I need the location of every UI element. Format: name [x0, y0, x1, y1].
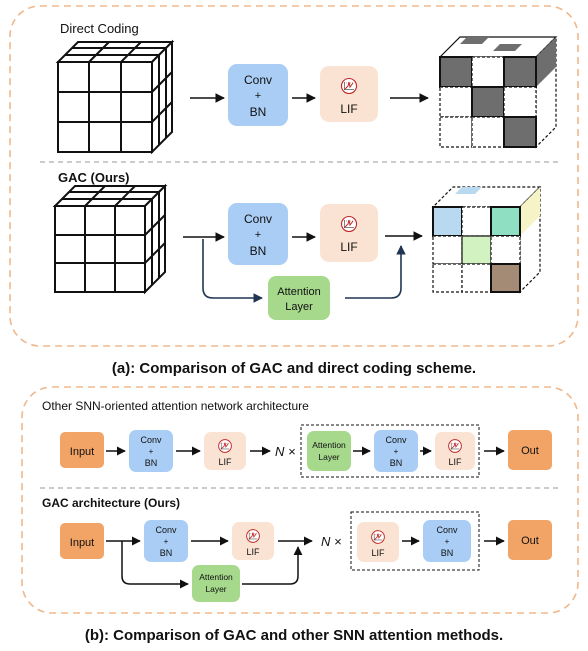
lif-neuron-icon [246, 529, 260, 543]
lif-block-a2 [320, 204, 378, 262]
attention-branch-b-out [242, 546, 303, 585]
out-label: Out [521, 535, 539, 547]
layer-label: Layer [205, 584, 226, 594]
bn-label: BN [250, 244, 267, 258]
conv-label: Conv [436, 525, 458, 535]
conv-bn-block-b4 [423, 520, 471, 562]
conv-bn-block-a2 [228, 203, 288, 265]
plus-label: + [255, 229, 261, 241]
attention-branch-b-in [121, 541, 189, 589]
input-block-b1 [60, 432, 104, 468]
out-block-b2 [508, 520, 552, 560]
other-snn-title: Other SNN-oriented attention network arc… [42, 399, 309, 413]
lif-label: LIF [340, 240, 357, 254]
input-cube-gac [52, 183, 168, 295]
attention-branch-in [202, 239, 263, 303]
conv-label: Conv [140, 435, 162, 445]
repeat-n-label: N × [275, 444, 296, 459]
lif-label: LIF [246, 547, 260, 557]
attention-branch-out [345, 245, 406, 299]
layer-label: Layer [318, 452, 339, 462]
conv-bn-block-b3 [144, 520, 188, 562]
bn-label: BN [390, 458, 403, 468]
attention-label: Attention [312, 440, 346, 450]
bn-label: BN [441, 548, 454, 558]
input-label: Input [70, 446, 94, 458]
spike-cube-gac [431, 185, 542, 294]
plus-label: + [445, 537, 450, 546]
lif-neuron-icon [218, 439, 232, 453]
conv-bn-block-b1 [129, 430, 173, 472]
gac-ours-title: GAC (Ours) [58, 170, 130, 185]
plus-label: + [149, 447, 154, 456]
direct-coding-title: Direct Coding [60, 21, 139, 36]
spike-cube-direct [438, 35, 558, 149]
lif-label: LIF [371, 548, 385, 558]
plus-label: + [164, 537, 169, 546]
out-label: Out [521, 445, 539, 457]
conv-label: Conv [385, 435, 407, 445]
lif-label: LIF [340, 102, 357, 116]
attention-layer-block-a [268, 276, 330, 320]
repeat-n-label: N × [321, 534, 342, 549]
panel-a-frame [9, 5, 579, 347]
lif-label: LIF [218, 457, 232, 467]
input-block-b2 [60, 523, 104, 559]
lif-label: LIF [448, 457, 462, 467]
attention-layer-block-b1 [307, 431, 351, 471]
plus-label: + [255, 90, 261, 102]
conv-label: Conv [244, 73, 272, 87]
out-block-b1 [508, 430, 552, 470]
attention-layer-block-b2 [192, 565, 240, 602]
bn-label: BN [160, 548, 173, 558]
bn-label: BN [250, 105, 267, 119]
repeat-group-b2 [350, 511, 480, 571]
input-label: Input [70, 537, 94, 549]
bn-label: BN [145, 458, 158, 468]
caption-a: (a): Comparison of GAC and direct coding… [112, 360, 476, 377]
caption-b: (b): Comparison of GAC and other SNN att… [85, 627, 503, 644]
conv-bn-block-a1 [228, 64, 288, 126]
gac-architecture-title: GAC architecture (Ours) [42, 496, 180, 510]
lif-neuron-icon [448, 439, 462, 453]
attention-label: Attention [199, 572, 233, 582]
attention-label: Attention [277, 286, 320, 298]
conv-label: Conv [244, 212, 272, 226]
layer-label: Layer [285, 301, 313, 313]
conv-label: Conv [155, 525, 177, 535]
lif-neuron-icon [340, 77, 358, 95]
lif-neuron-icon [340, 215, 358, 233]
conv-bn-block-b2 [374, 430, 418, 472]
panel-b-frame [21, 386, 579, 614]
input-cube-direct [55, 39, 175, 155]
plus-label: + [394, 447, 399, 456]
lif-neuron-icon [371, 530, 385, 544]
